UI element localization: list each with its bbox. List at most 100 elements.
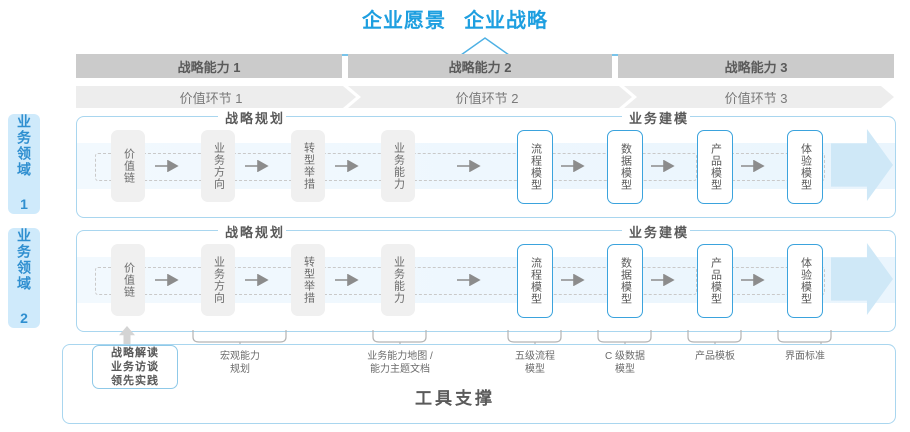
tool-label-line1: 五级流程 [515,351,555,362]
process-box-label: 价值链 [122,148,135,184]
annotation-line-2: 业务访谈 [111,361,159,373]
tool-label-line2: 能力主题文档 [370,364,430,375]
process-box-data-model-r2[interactable]: 数据模型 [607,244,643,318]
row-2-rule-left-a [96,230,218,231]
tool-label-capability-map: 业务能力地图 / 能力主题文档 [345,350,455,376]
row-1-rule-right-a [490,116,622,117]
annotation-line-3: 领先实践 [111,375,159,387]
flow-arrow-icon [245,274,269,286]
process-box-label: 业务方向 [212,256,225,304]
tool-label-macro-capability: 宏观能力 规划 [195,350,285,376]
value-chain-bar-3[interactable]: 价值环节 3 [624,86,894,108]
flow-arrow-icon [335,160,359,172]
domain-row-1: 价值链 业务方向 转型举措 业务能力 流程模型 数据模型 产品模型 体验模型 [76,116,896,218]
strategy-connector-icon [76,37,894,56]
tool-label-line1: 产品模板 [695,351,735,362]
tool-label-line2: 规划 [230,364,250,375]
flow-arrow-icon [561,160,585,172]
process-box-transformation-r1[interactable]: 转型举措 [291,130,325,202]
process-box-label: 流程模型 [529,143,542,191]
tool-label-line1: 宏观能力 [220,351,260,362]
value-chain-bar-1[interactable]: 价值环节 1 [76,86,356,108]
process-box-process-model-r1[interactable]: 流程模型 [517,130,553,204]
value-chain-label-2: 价值环节 2 [455,90,519,106]
enterprise-strategy-label: 企业战略 [464,10,548,32]
row-1-rule-right-b [690,116,874,117]
process-box-label: 流程模型 [529,257,542,305]
process-box-business-direction-r1[interactable]: 业务方向 [201,130,235,202]
capability-label-3: 战略能力 3 [724,59,788,75]
value-chain-bar-2[interactable]: 价值环节 2 [348,86,632,108]
row-1-section-title-1: 战略规划 [218,108,293,127]
tool-label-line2: 模型 [525,364,545,375]
tool-label-five-level-process: 五级流程 模型 [490,350,580,376]
tool-label-interface-standard: 界面标准 [760,350,850,363]
process-box-product-model-r1[interactable]: 产品模型 [697,130,733,204]
flow-arrow-icon [561,274,585,286]
value-chain-chevron-2-icon [348,86,632,108]
process-box-business-direction-r2[interactable]: 业务方向 [201,244,235,316]
page-title: 企业愿景企业战略 [0,4,910,33]
row-1-section-title-2: 业务建模 [622,108,697,127]
flow-arrow-icon [741,274,765,286]
process-box-label: 转型举措 [302,142,315,190]
capability-label-1: 战略能力 1 [177,59,241,75]
row-2-rule-right-b [690,230,874,231]
flow-arrow-icon [651,160,675,172]
flow-arrow-icon [245,160,269,172]
capability-bar-1[interactable]: 战略能力 1 [76,54,342,78]
enterprise-vision-label: 企业愿景 [362,10,446,32]
capability-label-2: 战略能力 2 [448,59,512,75]
process-box-label: 转型举措 [302,256,315,304]
row-1-forward-arrow-icon [831,129,893,201]
value-chain-chevron-3-icon [624,86,894,108]
flow-arrow-icon [741,160,765,172]
row-2-section-title-2: 业务建模 [622,222,697,241]
flow-arrow-icon [457,274,481,286]
process-box-product-model-r2[interactable]: 产品模型 [697,244,733,318]
value-chain-label-3: 价值环节 3 [724,90,788,106]
process-box-label: 体验模型 [799,257,812,305]
sidebar-domain-tab-1[interactable]: 业务领域 1 [8,114,40,214]
process-box-process-model-r2[interactable]: 流程模型 [517,244,553,318]
value-chain-chevron-1-icon [76,86,356,108]
row-2-rule-right-a [490,230,622,231]
process-box-value-chain-r2[interactable]: 价值链 [111,244,145,316]
row-2-rule-left-b [286,230,480,231]
process-box-data-model-r1[interactable]: 数据模型 [607,130,643,204]
process-box-label: 业务能力 [392,142,405,190]
domain-label-2: 业务领域 2 [16,228,32,328]
process-box-label: 产品模型 [709,257,722,305]
annotation-line-1: 战略解读 [111,347,159,359]
row-2-section-title-1: 战略规划 [218,222,293,241]
tool-label-line1: 界面标准 [785,351,825,362]
tool-label-c-level-data: C 级数据 模型 [580,350,670,376]
process-box-label: 业务方向 [212,142,225,190]
tool-label-line1: C 级数据 [605,351,645,362]
sidebar-domain-tab-2[interactable]: 业务领域 2 [8,228,40,328]
tool-support-panel [62,344,896,424]
annotation-box-strategy-inputs[interactable]: 战略解读 业务访谈 领先实践 [92,345,178,389]
row-1-rule-left-b [286,116,480,117]
row-1-rule-left-a [96,116,218,117]
value-chain-label-1: 价值环节 1 [179,90,243,106]
process-box-value-chain-r1[interactable]: 价值链 [111,130,145,202]
capability-bar-3[interactable]: 战略能力 3 [618,54,894,78]
process-box-experience-model-r2[interactable]: 体验模型 [787,244,823,318]
process-box-transformation-r2[interactable]: 转型举措 [291,244,325,316]
tool-label-line2: 模型 [615,364,635,375]
process-box-label: 体验模型 [799,143,812,191]
tool-support-title: 工具支撑 [415,389,495,408]
process-box-label: 价值链 [122,262,135,298]
row-2-forward-arrow-icon [831,243,893,315]
capability-bar-2[interactable]: 战略能力 2 [348,54,612,78]
domain-row-2: 价值链 业务方向 转型举措 业务能力 流程模型 数据模型 产品模型 体验模型 [76,230,896,332]
process-box-label: 业务能力 [392,256,405,304]
domain-label-1: 业务领域 1 [16,114,32,214]
flow-arrow-icon [155,274,179,286]
process-box-business-capability-r2[interactable]: 业务能力 [381,244,415,316]
tool-label-product-template: 产品模板 [670,350,760,363]
process-box-business-capability-r1[interactable]: 业务能力 [381,130,415,202]
process-box-experience-model-r1[interactable]: 体验模型 [787,130,823,204]
flow-arrow-icon [457,160,481,172]
